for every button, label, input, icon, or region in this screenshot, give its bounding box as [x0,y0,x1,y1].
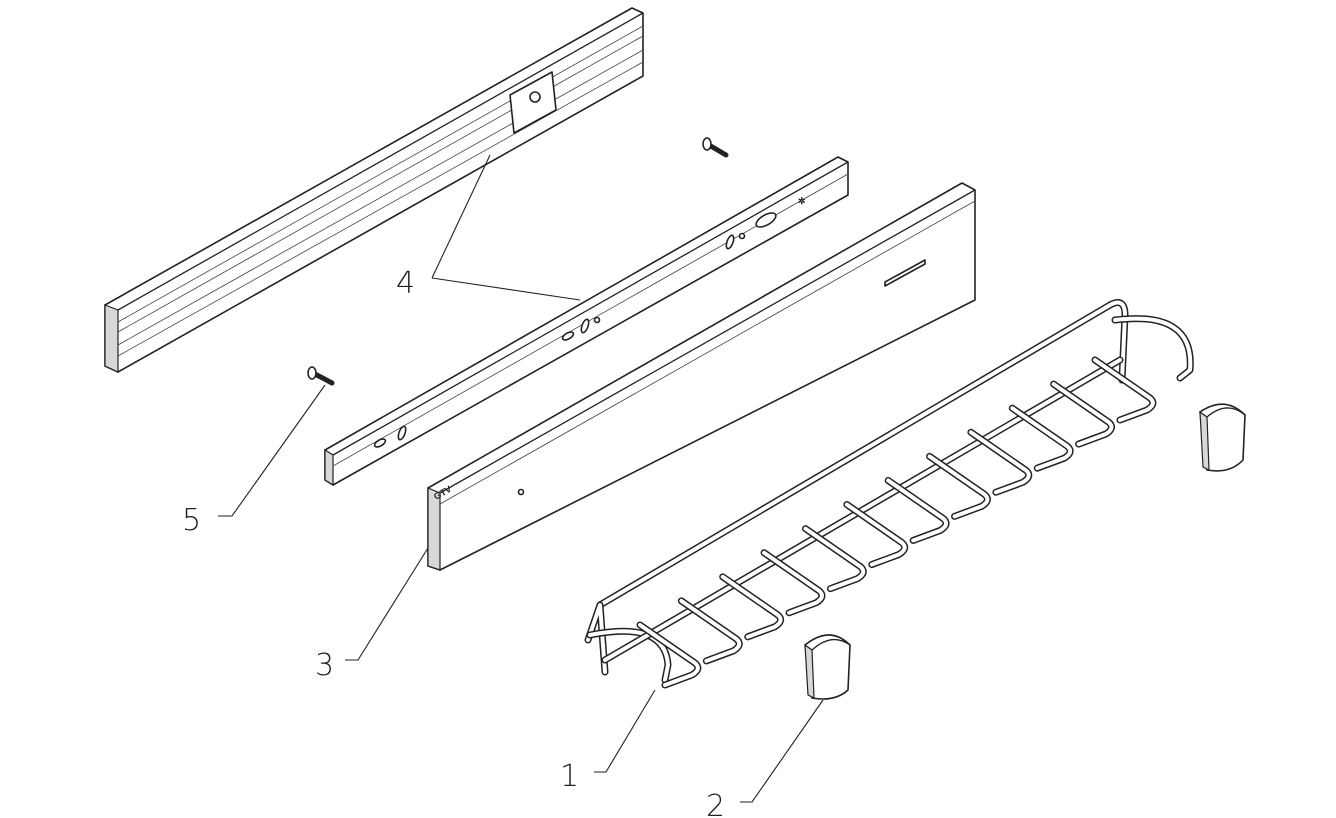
callout-label-4: 4 [396,266,415,301]
callout-label-3: 3 [315,648,334,683]
tie-hook [844,502,907,567]
tie-hook [886,478,949,543]
callout-label-1: 1 [560,759,579,794]
tie-rack-basket [584,299,1194,689]
tie-hook [803,526,866,591]
rivet-pin-right [702,137,729,158]
tie-hook [720,574,783,639]
svg-text:✲: ✲ [798,196,806,206]
front-panel: GTV [427,182,976,571]
callout-2: 2 [706,699,824,818]
hook-group [636,356,1157,689]
end-cap-front [804,634,851,700]
callout-label-5: 5 [182,503,201,538]
tie-hook [638,623,700,687]
tie-hook [762,550,824,615]
callout-4: 4 [396,154,581,301]
end-cap-back [1199,403,1246,472]
tie-hook [1093,358,1155,422]
tie-hook [927,454,990,519]
callout-5: 5 [182,384,326,538]
inner-slide-rail: ✲ [324,156,849,487]
tie-hook [968,430,1031,495]
tie-hook [679,598,742,663]
rivet-pin-left [307,366,335,386]
callout-label-2: 2 [706,789,725,818]
tie-hook [1010,406,1073,471]
tie-hook [1051,382,1114,447]
callout-3: 3 [315,547,429,683]
outer-slide-rail [104,7,644,373]
callout-1: 1 [560,689,656,794]
